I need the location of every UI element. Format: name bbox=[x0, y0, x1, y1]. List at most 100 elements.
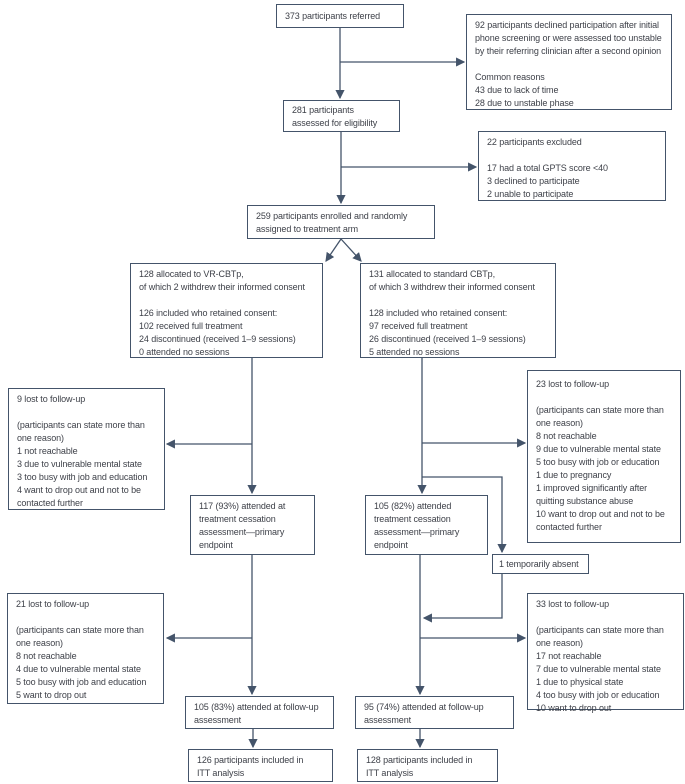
box-line: 26 discontinued (received 1–9 sessions) bbox=[369, 334, 526, 344]
box-line: 1 temporarily absent bbox=[499, 559, 579, 569]
box-line: 4 due to vulnerable mental state bbox=[16, 664, 141, 674]
box-line: 5 too busy with job and education bbox=[16, 677, 147, 687]
box-vr-cbtp-allocation: 128 allocated to VR-CBTp, of which 2 with… bbox=[130, 263, 323, 358]
box-line: assessment—primary bbox=[374, 527, 460, 537]
box-line: one reason) bbox=[536, 638, 583, 648]
box-vr-attended-cessation: 117 (93%) attended at treatment cessation… bbox=[190, 495, 315, 555]
connector-enrolled-to-vr bbox=[325, 238, 342, 262]
box-line: 92 participants declined participation a… bbox=[475, 20, 659, 30]
box-participants-referred: 373 participants referred bbox=[276, 4, 404, 28]
box-vr-itt-analysis: 126 participants included in ITT analysis bbox=[188, 749, 333, 782]
box-line: 3 too busy with job and education bbox=[17, 472, 148, 482]
box-std-attended-cessation: 105 (82%) attended treatment cessation ass… bbox=[365, 495, 488, 555]
box-line: 128 included who retained consent: bbox=[369, 308, 508, 318]
box-line: phone screening or were assessed too uns… bbox=[475, 33, 662, 43]
box-line: 373 participants referred bbox=[285, 11, 381, 21]
box-line: one reason) bbox=[16, 638, 63, 648]
box-line: 4 too busy with job or education bbox=[536, 690, 660, 700]
box-line: endpoint bbox=[374, 540, 408, 550]
box-line: 2 unable to participate bbox=[487, 189, 574, 199]
box-line: treatment cessation bbox=[199, 514, 276, 524]
box-line: assigned to treatment arm bbox=[256, 224, 359, 234]
box-line: 126 included who retained consent: bbox=[139, 308, 278, 318]
box-line: 259 participants enrolled and randomly bbox=[256, 211, 408, 221]
box-line bbox=[475, 58, 663, 71]
box-enrolled-randomized: 259 participants enrolled and randomly as… bbox=[247, 205, 435, 239]
box-line: 8 not reachable bbox=[536, 431, 597, 441]
box-line: assessment bbox=[194, 715, 242, 725]
box-line: 28 due to unstable phase bbox=[475, 98, 574, 108]
box-line: 128 allocated to VR-CBTp, bbox=[139, 269, 244, 279]
box-line: 23 lost to follow-up bbox=[536, 379, 610, 389]
box-line: 3 declined to participate bbox=[487, 176, 580, 186]
box-line bbox=[139, 294, 314, 307]
box-std-lost-to-followup-1: 23 lost to follow-up (participants can s… bbox=[527, 370, 681, 543]
box-line: assessment bbox=[364, 715, 412, 725]
box-line: (participants can state more than bbox=[17, 420, 145, 430]
box-participants-excluded: 22 participants excluded 17 had a total … bbox=[478, 131, 666, 201]
box-line: 22 participants excluded bbox=[487, 137, 582, 147]
box-line: assessment—primary bbox=[199, 527, 285, 537]
box-line bbox=[17, 406, 156, 419]
box-line: assessed for eligibility bbox=[292, 118, 378, 128]
box-line: 126 participants included in bbox=[197, 755, 304, 765]
box-std-lost-to-followup-2: 33 lost to follow-up (participants can s… bbox=[527, 593, 684, 713]
box-line: (participants can state more than bbox=[536, 405, 664, 415]
box-line: 3 due to vulnerable mental state bbox=[17, 459, 142, 469]
box-line: 102 received full treatment bbox=[139, 321, 243, 331]
box-standard-cbtp-allocation: 131 allocated to standard CBTp, of which … bbox=[360, 263, 556, 358]
box-line: 5 want to drop out bbox=[16, 690, 87, 700]
box-declined-participation: 92 participants declined participation a… bbox=[466, 14, 672, 110]
box-line: 24 discontinued (received 1–9 sessions) bbox=[139, 334, 296, 344]
box-line: 131 allocated to standard CBTp, bbox=[369, 269, 495, 279]
box-line: (participants can state more than bbox=[536, 625, 664, 635]
box-line bbox=[536, 391, 672, 404]
box-line: 5 too busy with job or education bbox=[536, 457, 660, 467]
box-line: 17 had a total GPTS score <40 bbox=[487, 163, 608, 173]
box-line: 9 due to vulnerable mental state bbox=[536, 444, 661, 454]
box-line: ITT analysis bbox=[366, 768, 414, 778]
box-line: 10 want to drop out bbox=[536, 703, 612, 713]
box-temporarily-absent: 1 temporarily absent bbox=[492, 554, 589, 574]
box-line bbox=[536, 611, 675, 624]
box-line: 0 attended no sessions bbox=[139, 347, 230, 357]
box-line: 1 improved significantly after bbox=[536, 483, 648, 493]
box-line: 117 (93%) attended at bbox=[199, 501, 286, 511]
connector-enrolled-to-std bbox=[340, 238, 362, 262]
box-line: treatment cessation bbox=[374, 514, 451, 524]
box-vr-lost-to-followup-1: 9 lost to follow-up (participants can st… bbox=[8, 388, 165, 510]
box-line: quitting substance abuse bbox=[536, 496, 634, 506]
connector-temp-absent-return bbox=[422, 574, 503, 623]
box-line bbox=[16, 611, 155, 624]
box-line: 1 due to pregnancy bbox=[536, 470, 612, 480]
box-line: 17 not reachable bbox=[536, 651, 602, 661]
box-line: of which 2 withdrew their informed conse… bbox=[139, 282, 305, 292]
box-line: endpoint bbox=[199, 540, 233, 550]
box-line: 43 due to lack of time bbox=[475, 85, 559, 95]
box-line: 8 not reachable bbox=[16, 651, 77, 661]
box-line bbox=[369, 294, 547, 307]
box-line: 9 lost to follow-up bbox=[17, 394, 86, 404]
box-line: 5 attended no sessions bbox=[369, 347, 460, 357]
box-line: of which 3 withdrew their informed conse… bbox=[369, 282, 535, 292]
box-line: contacted further bbox=[17, 498, 83, 508]
box-line: 33 lost to follow-up bbox=[536, 599, 610, 609]
box-line: 281 participants bbox=[292, 105, 354, 115]
box-line: 21 lost to follow-up bbox=[16, 599, 90, 609]
box-line: 105 (82%) attended bbox=[374, 501, 452, 511]
box-assessed-for-eligibility: 281 participants assessed for eligibility bbox=[283, 100, 400, 132]
box-line: Common reasons bbox=[475, 72, 545, 82]
box-line: 105 (83%) attended at follow-up bbox=[194, 702, 319, 712]
box-line: 128 participants included in bbox=[366, 755, 473, 765]
box-line: 97 received full treatment bbox=[369, 321, 468, 331]
box-vr-lost-to-followup-2: 21 lost to follow-up (participants can s… bbox=[7, 593, 164, 704]
box-line: contacted further bbox=[536, 522, 602, 532]
box-line: one reason) bbox=[17, 433, 64, 443]
box-line: 4 want to drop out and not to be bbox=[17, 485, 141, 495]
box-std-itt-analysis: 128 participants included in ITT analysis bbox=[357, 749, 498, 782]
box-line: by their referring clinician after a sec… bbox=[475, 46, 662, 56]
box-line: ITT analysis bbox=[197, 768, 245, 778]
box-line: 1 due to physical state bbox=[536, 677, 624, 687]
